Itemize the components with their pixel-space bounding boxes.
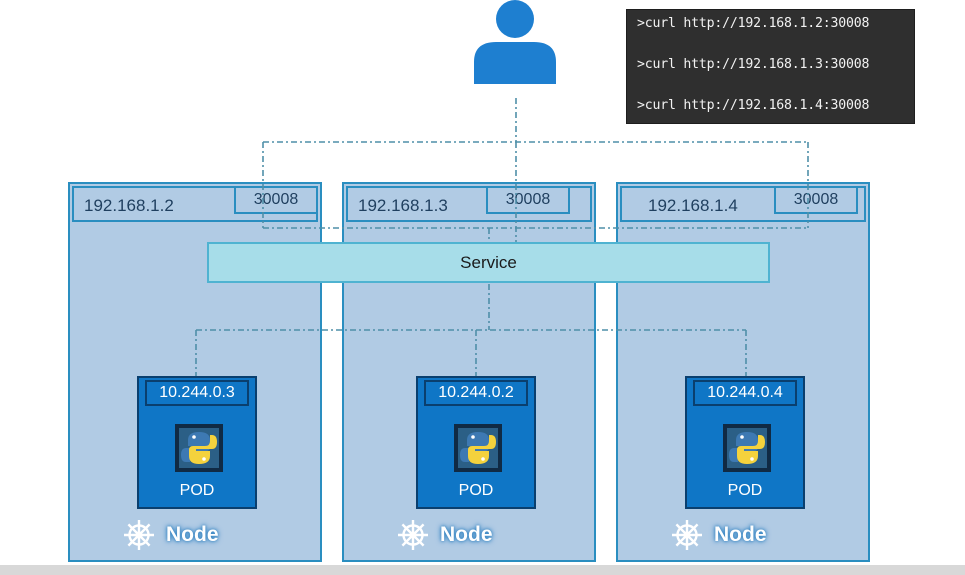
pod-label: POD [458,482,494,499]
node-ip: 192.168.1.4 [648,196,738,215]
terminal-line: >curl http://192.168.1.3:30008 [637,57,870,72]
node-ip: 192.168.1.2 [84,196,174,215]
terminal-line: >curl http://192.168.1.4:30008 [637,98,870,113]
pod-label: POD [727,482,763,499]
terminal-window: >curl http://192.168.1.2:30008 >curl htt… [626,9,915,124]
pod-ip: 10.244.0.3 [145,380,249,406]
kubernetes-wheel-icon [124,520,154,550]
node-port: 30008 [234,186,318,214]
terminal-line: >curl http://192.168.1.2:30008 [637,16,870,31]
user-icon [474,0,556,84]
node-name: Node [714,523,767,546]
node-port: 30008 [774,186,858,214]
node-label: Node [122,518,219,552]
service-label: Service [460,252,517,272]
pod-3: 10.244.0.4 POD [685,376,805,509]
bottom-edge [0,565,965,575]
service-bar: Service [207,242,770,283]
pod-2: 10.244.0.2 POD [416,376,536,509]
node-label: Node [670,518,767,552]
pod-ip: 10.244.0.2 [424,380,528,406]
kubernetes-wheel-icon [672,520,702,550]
node-header: 192.168.1.3 [346,186,592,222]
node-label: Node [396,518,493,552]
node-name: Node [166,523,219,546]
pod-label: POD [179,482,215,499]
node-name: Node [440,523,493,546]
python-logo-icon [454,424,502,472]
python-logo-icon [723,424,771,472]
kubernetes-wheel-icon [398,520,428,550]
pod-1: 10.244.0.3 POD [137,376,257,509]
node-header: 192.168.1.4 [620,186,866,222]
pod-ip: 10.244.0.4 [693,380,797,406]
python-logo-icon [175,424,223,472]
node-ip: 192.168.1.3 [358,196,448,215]
node-port: 30008 [486,186,570,214]
